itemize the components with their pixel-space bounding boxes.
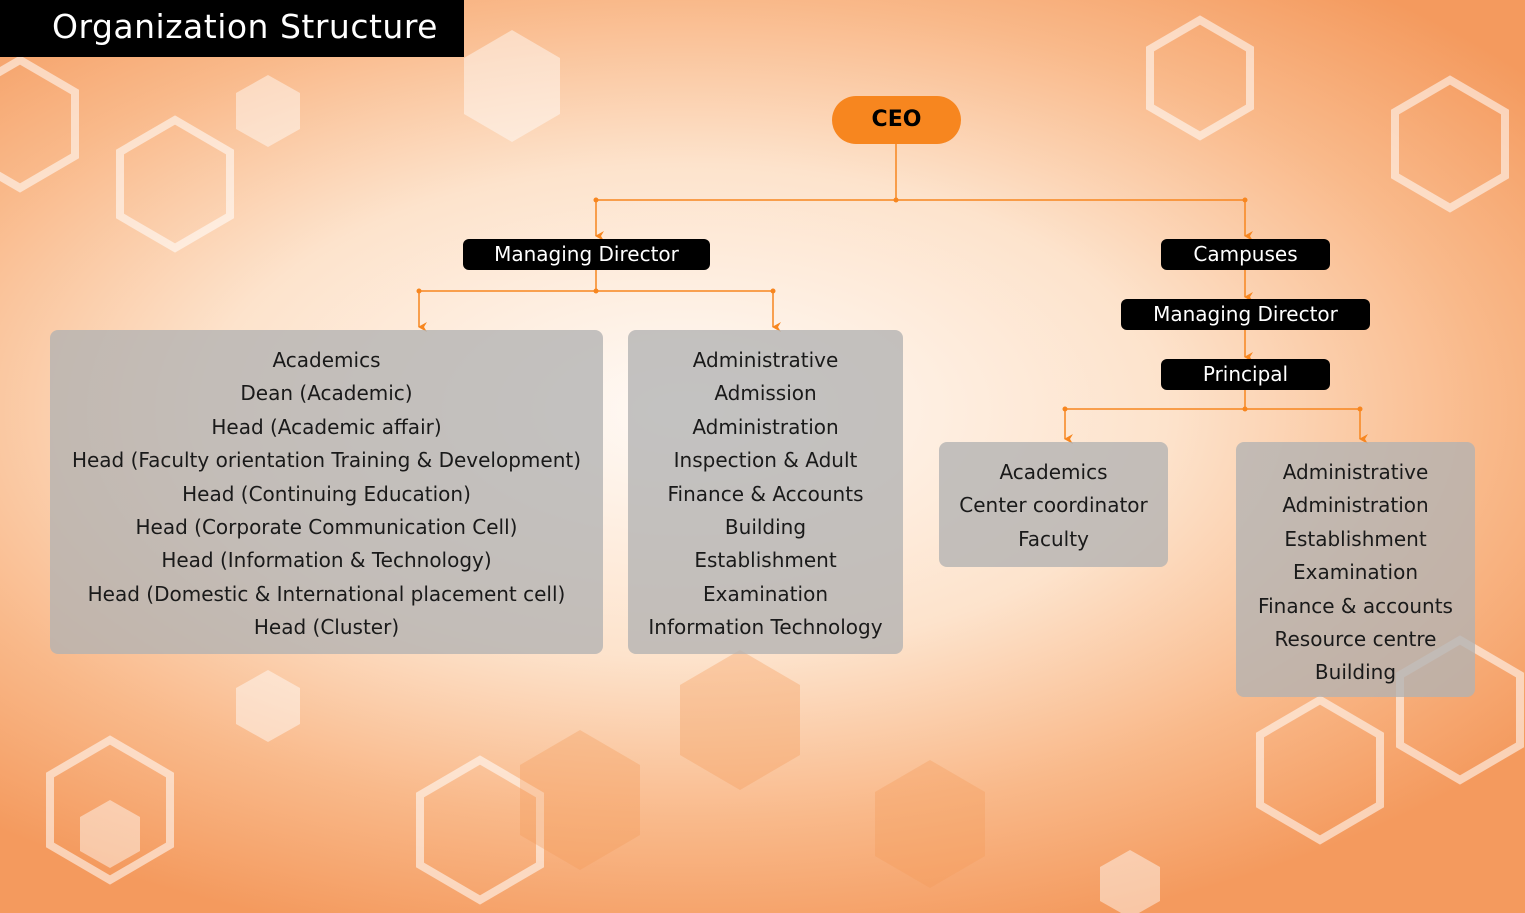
administrative-item: Administration xyxy=(692,414,839,439)
campus-academics-box: Academics Center coordinator Faculty xyxy=(939,442,1168,567)
administrative-item: Examination xyxy=(702,581,828,606)
principal-node: Principal xyxy=(1161,359,1330,390)
ceo-node: CEO xyxy=(832,96,961,144)
academics-item: Head (Academic affair) xyxy=(211,414,442,439)
academics-item: Head (Faculty orientation Training & Dev… xyxy=(71,448,582,473)
academics-item: Head (Cluster) xyxy=(253,615,400,640)
academics-item: Head (Information & Technology) xyxy=(161,548,492,573)
campus-administrative-item: Finance & accounts xyxy=(1258,593,1453,618)
campus-administrative-item: Administration xyxy=(1282,493,1429,518)
campuses-node: Campuses xyxy=(1161,239,1330,270)
academics-item: Head (Continuing Education) xyxy=(182,481,471,506)
academics-box: Academics Dean (Academic) Head (Academic… xyxy=(50,330,603,654)
campus-managing-director-node: Managing Director xyxy=(1121,299,1370,330)
campus-academics-item: Academics xyxy=(999,460,1108,484)
administrative-item: Information Technology xyxy=(648,615,883,640)
administrative-item: Finance & Accounts xyxy=(667,481,864,506)
managing-director-node: Managing Director xyxy=(463,239,710,270)
academics-item: Head (Domestic & International placement… xyxy=(87,581,566,606)
administrative-item: Administrative xyxy=(692,348,839,372)
campus-administrative-item: Examination xyxy=(1292,560,1418,585)
campus-academics-item: Faculty xyxy=(1018,526,1089,551)
administrative-box: Administrative Admission Administration … xyxy=(628,330,903,654)
campus-administrative-box: Administrative Administration Establishm… xyxy=(1236,442,1475,697)
academics-item: Academics xyxy=(272,348,381,372)
campus-administrative-item: Resource centre xyxy=(1274,627,1437,652)
academics-item: Head (Corporate Communication Cell) xyxy=(135,515,518,540)
campus-administrative-item: Building xyxy=(1314,660,1397,685)
campus-administrative-item: Establishment xyxy=(1284,526,1427,551)
campus-administrative-item: Administrative xyxy=(1282,460,1429,484)
academics-item: Dean (Academic) xyxy=(240,381,413,406)
campus-academics-item: Center coordinator xyxy=(959,493,1148,518)
administrative-item: Establishment xyxy=(694,548,837,573)
administrative-item: Inspection & Adult xyxy=(673,448,858,473)
administrative-item: Admission xyxy=(714,381,817,406)
administrative-item: Building xyxy=(724,515,807,540)
page-title: Organization Structure xyxy=(0,0,464,57)
